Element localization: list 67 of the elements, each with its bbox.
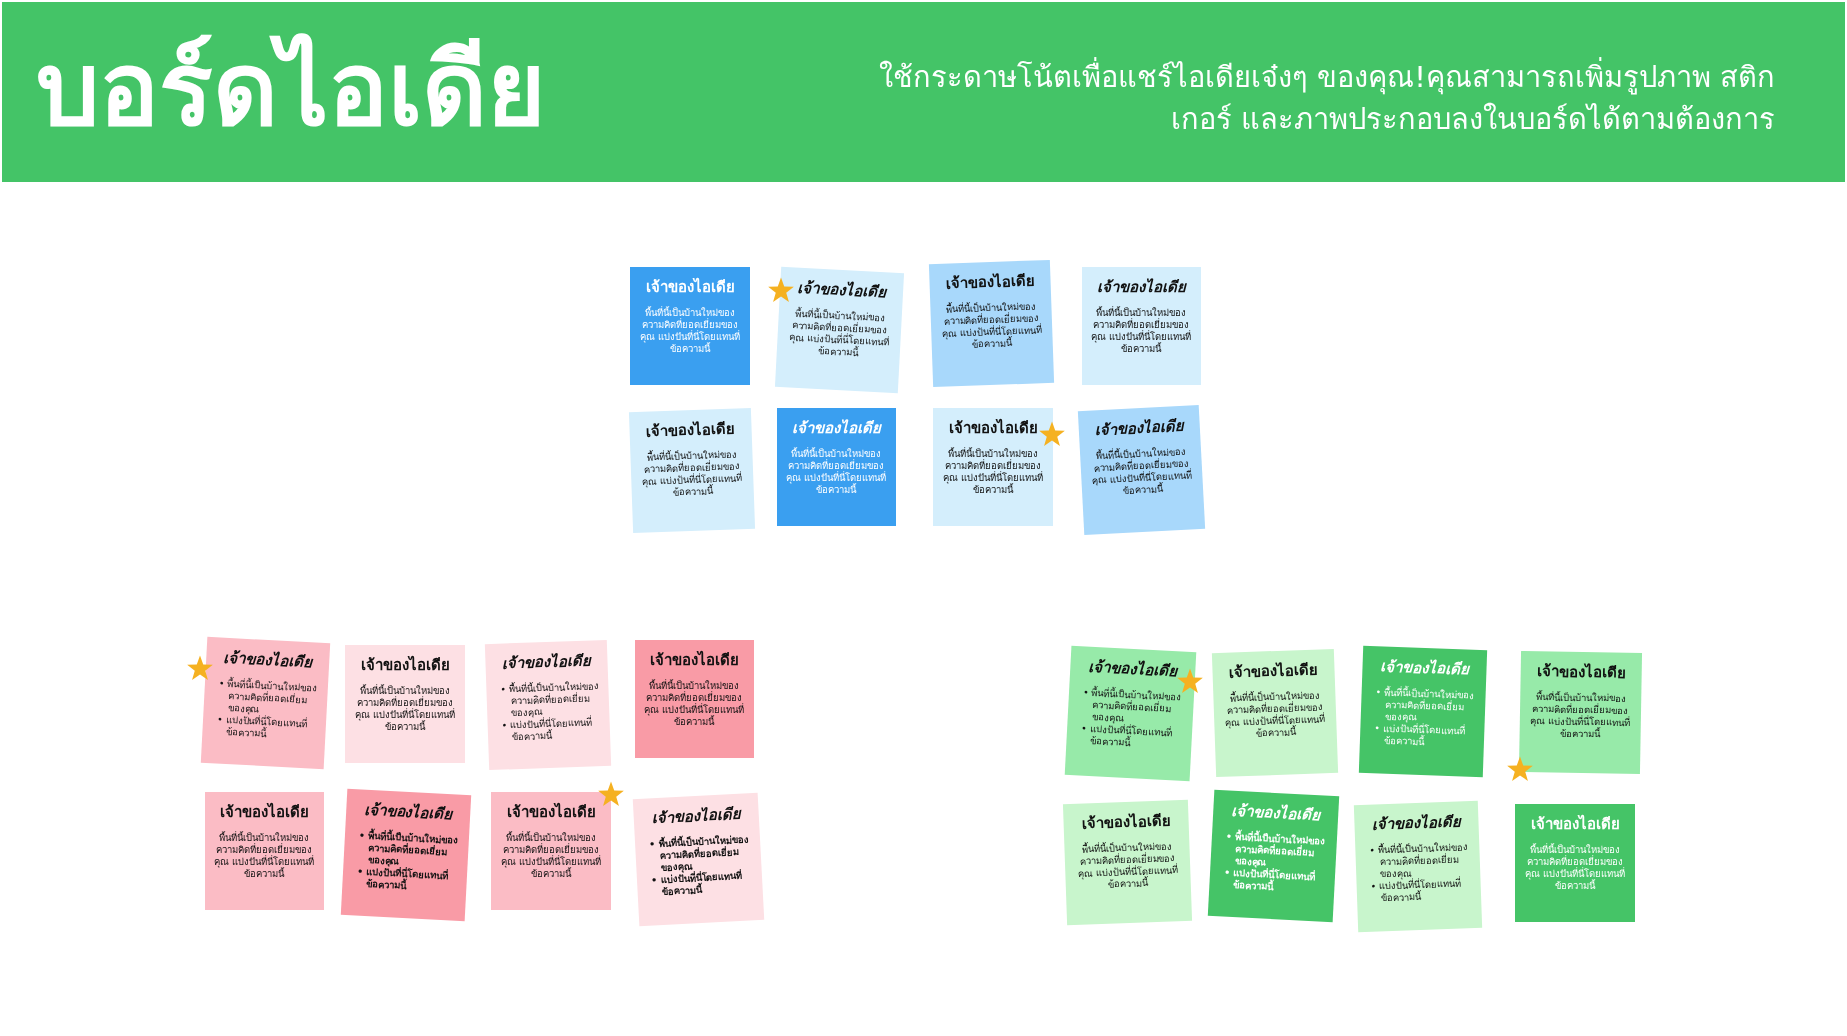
note-text: พื้นที่นี้เป็นบ้านใหม่ของความคิดที่ยอดเยี่ยมของคุณ แบ่งปันที่นี่โดยแทนที่ข้อความนี้ xyxy=(1090,307,1192,355)
note-heading: เจ้าของไอเดีย xyxy=(1529,814,1621,834)
note-heading: เจ้าของไอเดีย xyxy=(1086,656,1180,682)
subtitle: ใช้กระดาษโน้ตเพื่อแชร์ไอเดียเจ๋งๆ ของคุณ!คุณสามารถเพิ่มรูปภาพ สติกเกอร์ และภาพประกอบลงในบอร์ดได้ตามต้องการ xyxy=(875,56,1775,140)
sticky-note xyxy=(484,639,612,771)
note-text: พื้นที่นี้เป็นบ้านใหม่ของความคิดที่ยอดเยี่ยมของคุณ แบ่งปันที่นี่โดยแทนที่ข้อความนี้ xyxy=(942,448,1044,496)
note-heading: เจ้าของไอเดีย xyxy=(1227,659,1320,683)
note-heading: เจ้าของไอเดีย xyxy=(1092,415,1186,441)
sticky-note xyxy=(204,792,324,910)
note-heading: เจ้าของไอเดีย xyxy=(790,418,883,438)
board-title: บอร์ดไอเดีย xyxy=(36,30,546,150)
note-heading: เจ้าของไอเดีย xyxy=(505,802,597,822)
sticky-note xyxy=(634,640,754,758)
note-text: พื้นที่นี้เป็นบ้านใหม่ของความคิดที่ยอดเยี่ยมของคุณ แบ่งปันที่นี่โดยแทนที่ข้อความนี้ xyxy=(1076,839,1179,892)
note-heading: เจ้าของไอเดีย xyxy=(649,803,743,829)
note-text: พื้นที่นี้เป็นบ้านใหม่ของความคิดที่ยอดเยี่ยมของคุณ แบ่งปันที่นี่โดยแทนที่ข้อความนี้ xyxy=(639,307,741,355)
note-text: พื้นที่นี้เป็นบ้านใหม่ของความคิดที่ยอดเยี่ยมของคุณ แบ่งปันที่นี่โดยแทนที่ข้อความนี้ xyxy=(500,832,602,880)
bullet-item: • พื้นที่นี้เป็นบ้านใหม่ของความคิดที่ยอดเยี่ยมของคุณ xyxy=(1081,686,1183,724)
bullet-item: • แบ่งปันที่นี่โดยแทนที่ข้อความนี้ xyxy=(1373,721,1467,749)
note-text: พื้นที่นี้เป็นบ้านใหม่ของความคิดที่ยอดเยี่ยมของคุณ แบ่งปันที่นี่โดยแทนที่ข้อความนี้ xyxy=(785,448,887,496)
note-heading: เจ้าของไอเดีย xyxy=(1079,810,1172,834)
bullet-item: • พื้นที่นี้เป็นบ้านใหม่ของความคิดที่ยอดเยี่ยมของคุณ xyxy=(1224,830,1326,868)
note-heading: เจ้าของไอเดีย xyxy=(648,650,740,670)
bullet-item: • พื้นที่นี้เป็นบ้านใหม่ของความคิดที่ยอดเยี่ยมของคุณ xyxy=(1374,685,1476,723)
note-heading: เจ้าของไอเดีย xyxy=(947,418,1039,438)
sticky-note xyxy=(776,408,896,526)
sticky-note xyxy=(630,267,750,385)
sticky-note xyxy=(491,792,611,910)
note-heading: เจ้าของไอเดีย xyxy=(1095,277,1188,297)
note-text: พื้นที่นี้เป็นบ้านใหม่ของความคิดที่ยอดเยี่ยมของคุณ แบ่งปันที่นี่โดยแทนที่ข้อความนี้ xyxy=(641,447,744,500)
note-heading: เจ้าของไอเดีย xyxy=(644,418,737,442)
note-heading: เจ้าของไอเดีย xyxy=(1535,660,1627,683)
note-text: พื้นที่นี้เป็นบ้านใหม่ของความคิดที่ยอดเยี่ยมของคุณ แบ่งปันที่นี่โดยแทนที่ข้อความนี้ xyxy=(1524,844,1626,892)
sticky-note xyxy=(1358,645,1488,777)
note-heading: เจ้าของไอเดีย xyxy=(1370,811,1463,835)
sticky-note xyxy=(345,645,465,763)
bullet-item: • พื้นที่นี้เป็นบ้านใหม่ของความคิดที่ยอดเยี่ยมของคุณ xyxy=(357,829,460,867)
bullet-item: • แบ่งปันที่นี่โดยแทนที่ข้อความนี้ xyxy=(501,716,594,744)
note-text: พื้นที่นี้เป็นบ้านใหม่ของความคิดที่ยอดเยี่ยมของคุณ แบ่งปันที่นี่โดยแทนที่ข้อความนี้ xyxy=(1090,445,1193,498)
note-heading: เจ้าของไอเดีย xyxy=(500,650,593,674)
note-heading: เจ้าของไอเดีย xyxy=(1229,800,1323,826)
note-text: พื้นที่นี้เป็นบ้านใหม่ของความคิดที่ยอดเยี่ยมของคุณ แบ่งปันที่นี่โดยแทนที่ข้อความนี้ xyxy=(787,307,890,360)
note-heading: เจ้าของไอเดีย xyxy=(218,802,310,822)
note-heading: เจ้าของไอเดีย xyxy=(644,277,736,297)
sticky-note xyxy=(928,259,1054,387)
note-text: พื้นที่นี้เป็นบ้านใหม่ของความคิดที่ยอดเยี่ยมของคุณ แบ่งปันที่นี่โดยแทนที่ข้อความนี้ xyxy=(1224,689,1327,741)
note-heading: เจ้าของไอเดีย xyxy=(795,277,889,303)
note-heading: เจ้าของไอเดีย xyxy=(943,270,1036,294)
note-heading: เจ้าของไอเดีย xyxy=(1378,656,1471,680)
bullet-item: • พื้นที่นี้เป็นบ้านใหม่ของความคิดที่ยอดเยี่ยมของคุณ xyxy=(217,677,319,715)
sticky-note xyxy=(1518,650,1642,774)
sticky-note xyxy=(1211,648,1339,778)
note-text: พื้นที่นี้เป็นบ้านใหม่ของความคิดที่ยอดเยี่ยมของคุณ แบ่งปันที่นี่โดยแทนที่ข้อความนี้ xyxy=(643,680,745,728)
sticky-note xyxy=(1081,267,1201,385)
sticky-note xyxy=(1062,799,1192,925)
sticky-note xyxy=(1353,800,1483,932)
note-text: พื้นที่นี้เป็นบ้านใหม่ของความคิดที่ยอดเยี่ยมของคุณ แบ่งปันที่นี่โดยแทนที่ข้อความนี้ xyxy=(213,832,315,880)
note-text: พื้นที่นี้เป็นบ้านใหม่ของความคิดที่ยอดเยี่ยมของคุณ แบ่งปันที่นี่โดยแทนที่ข้อความนี้ xyxy=(940,299,1043,352)
sticky-note xyxy=(1515,804,1635,922)
note-text: พื้นที่นี้เป็นบ้านใหม่ของความคิดที่ยอดเยี่ยมของคุณ แบ่งปันที่นี่โดยแทนที่ข้อความนี้ xyxy=(354,685,456,733)
sticky-note xyxy=(628,407,756,533)
note-text: พื้นที่นี้เป็นบ้านใหม่ของความคิดที่ยอดเยี่ยมของคุณ แบ่งปันที่นี่โดยแทนที่ข้อความนี้ xyxy=(1528,690,1631,741)
bullet-item: • แบ่งปันที่นี่โดยแทนที่ข้อความนี้ xyxy=(215,713,309,742)
note-heading: เจ้าของไอเดีย xyxy=(359,655,451,675)
note-heading: เจ้าของไอเดีย xyxy=(221,647,315,673)
note-heading: เจ้าของไอเดีย xyxy=(362,799,455,825)
sticky-note xyxy=(933,408,1053,526)
